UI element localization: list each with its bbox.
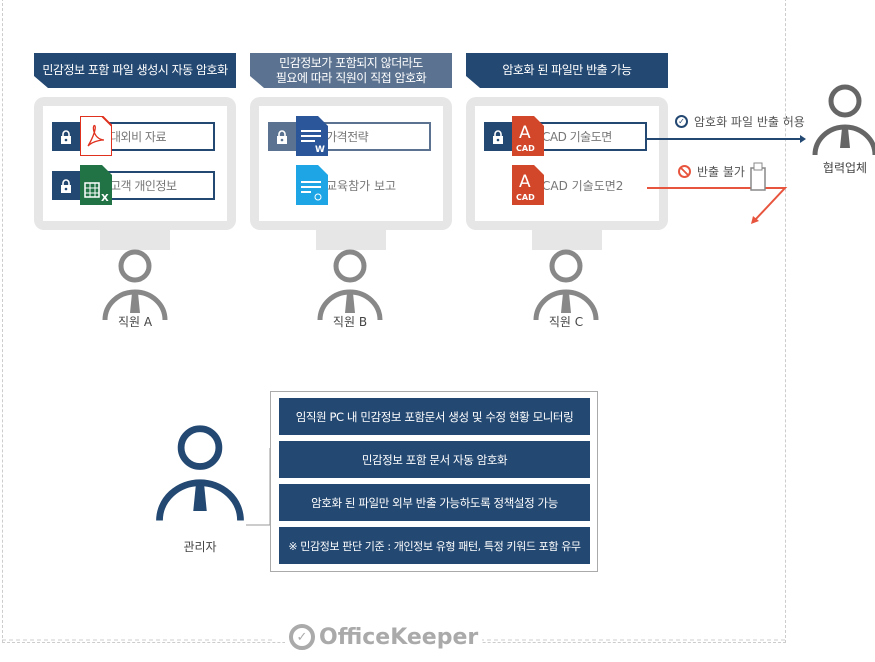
monitor-a: 대외비 자료 X 고객 개인정보 [34,97,236,230]
monitor-stand [532,230,602,250]
admin-icon [160,429,241,521]
export-allowed-label: 암호화 파일 반출 허용 [694,115,805,129]
file-name: CAD 기술도면 [512,122,647,151]
partner-label: 협력업체 [822,161,868,175]
monitor-stand [100,230,170,250]
file-item[interactable]: 대외비 자료 [52,116,215,156]
file-name: 고객 개인정보 [80,171,215,200]
admin-feature: 임직원 PC 내 민감정보 포함문서 생성 및 수정 현황 모니터링 [279,398,590,435]
lock-icon [52,122,80,151]
file-item[interactable]: W 가격전략 [268,116,431,156]
pdf-icon [80,116,112,156]
file-name: CAD 기술도면2 [542,179,624,193]
header-line: 민감정보가 포함되지 않더라도 [279,55,423,70]
admin-feature: ※ 민감정보 판단 기준 : 개인정보 유형 패턴, 특정 키워드 포함 유무 [279,527,590,564]
svg-text:A: A [519,123,531,143]
svg-text:CAD: CAD [516,144,535,153]
prohibited-icon [678,165,691,178]
svg-text:X: X [101,193,109,204]
file-name: 대외비 자료 [80,122,215,151]
hwp-icon [296,165,328,205]
officekeeper-logo: ✓OfficeKeeper [285,624,483,650]
svg-text:CAD: CAD [516,193,535,202]
partner-icon [815,87,875,155]
word-icon: W [296,116,328,156]
excel-icon: X [80,165,112,205]
file-item[interactable]: 교육참가 보고 [268,165,431,205]
employee-label: 직원 A [117,315,153,329]
admin-feature: 암호화 된 파일만 외부 반출 가능하도록 정책설정 가능 [279,484,590,521]
file-name: 가격전략 [296,122,431,151]
employee-b-icon [320,252,380,320]
employee-a-icon [105,252,165,320]
employee-label: 직원 C [548,315,584,329]
logo-check-icon: ✓ [289,624,315,650]
column-c-header: 암호화 된 파일만 반출 가능 [466,53,668,88]
header-line: 필요에 따라 직원이 직접 암호화 [275,70,427,85]
file-item[interactable]: X 고객 개인정보 [52,165,215,205]
column-a-header: 민감정보 포함 파일 생성시 자동 암호화 [34,53,236,88]
svg-text:W: W [315,145,325,155]
lock-icon [52,171,80,200]
export-blocked-label: 반출 불가 [697,165,745,179]
lock-icon [484,122,512,151]
svg-text:A: A [519,172,531,192]
export-allowed: ✓ 암호화 파일 반출 허용 [675,113,805,130]
admin-features-box: 임직원 PC 내 민감정보 포함문서 생성 및 수정 현황 모니터링 민감정보 … [270,391,598,572]
export-blocked: 반출 불가 [678,163,745,180]
employee-label: 직원 B [332,315,368,329]
employee-c-icon [536,252,596,320]
monitor-b: W 가격전략 교육참가 보고 [250,97,452,230]
logo-text: OfficeKeeper [319,624,479,650]
admin-feature: 민감정보 포함 문서 자동 암호화 [279,441,590,478]
check-circle-icon: ✓ [675,115,688,128]
lock-icon [268,122,296,151]
admin-label: 관리자 [183,540,217,554]
monitor-stand [316,230,386,250]
file-name: 교육참가 보고 [326,179,397,193]
